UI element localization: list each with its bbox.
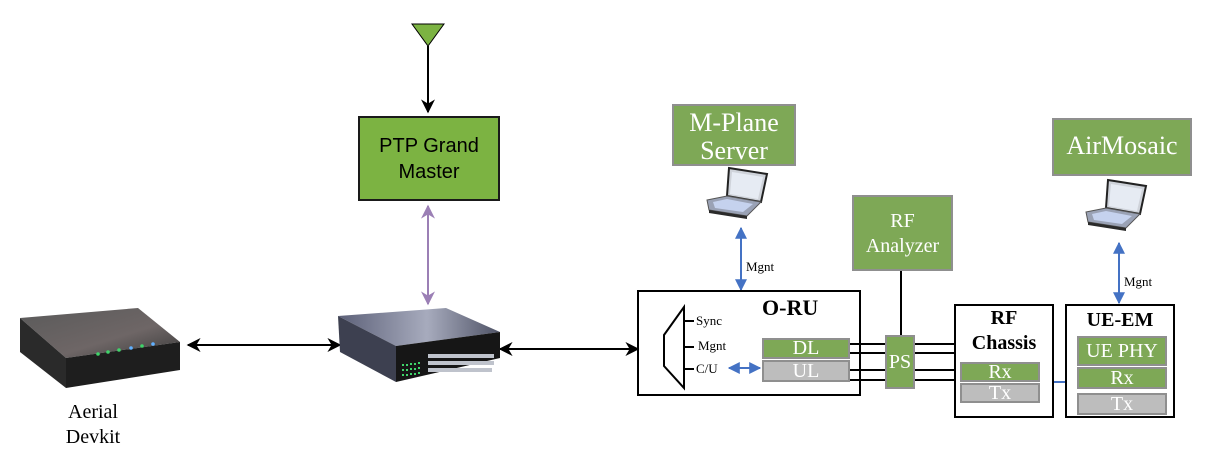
rf-chassis-rx-block: Rx [960,362,1040,382]
rf-chassis-title-line1: RF [990,307,1018,329]
oru-mux-shape [663,303,685,391]
rf-chassis-tx-label: Tx [988,382,1012,404]
airmosaic-box: AirMosaic [1052,118,1192,176]
gps-antenna-icon [411,23,445,47]
ue-em-rx-label: Rx [1110,367,1134,389]
airmosaic-mgnt-label: Mgnt [1124,274,1153,289]
devkit-label-line1: Aerial [68,401,118,423]
ue-em-phy-block: UE PHY [1077,336,1167,366]
rf-chassis-title: RF Chassis [954,306,1054,356]
mplane-label-line1: M-Plane [689,108,779,137]
rf-chassis-tx-block: Tx [960,383,1040,403]
mplane-server-box: M-Plane Server [672,104,796,166]
oru-port-sync: Sync [696,313,722,328]
ue-em-phy-label: UE PHY [1086,340,1158,362]
oru-title: O-RU [762,295,819,320]
aerial-devkit-label: Aerial Devkit [48,400,138,450]
devkit-label-line2: Devkit [65,426,121,448]
rf-analyzer-label-line2: Analyzer [865,235,940,257]
mplane-laptop-icon [706,166,769,219]
rf-analyzer-box: RF Analyzer [852,195,953,271]
ue-em-tx-label: Tx [1110,393,1134,415]
power-splitter-box: PS [885,335,915,389]
rf-chassis-rx-label: Rx [988,361,1012,383]
rf-analyzer-label-line1: RF [890,210,915,232]
oru-ul-label: UL [792,360,820,382]
rf-chassis-title-line2: Chassis [971,332,1037,354]
mplane-label-line2: Server [700,136,768,165]
oru-dl-block: DL [762,338,850,359]
ptp-label-line1: PTP Grand [379,135,479,157]
ue-em-title: UE-EM [1086,309,1154,331]
network-switch-icon [338,308,500,382]
oru-box [637,290,861,396]
airmosaic-laptop-icon [1085,178,1148,231]
oru-port-mgnt: Mgnt [698,338,727,353]
oru-port-cu: C/U [696,361,718,376]
ue-em-rx-block: Rx [1077,367,1167,389]
ue-em-tx-block: Tx [1077,393,1167,415]
oru-ul-block: UL [762,360,850,382]
airmosaic-label: AirMosaic [1066,131,1178,160]
aerial-devkit-icon [20,308,180,388]
mplane-mgnt-label: Mgnt [746,259,775,274]
oru-dl-label: DL [792,337,820,359]
ptp-grand-master-box: PTP Grand Master [358,116,500,201]
ptp-label-line2: Master [398,161,460,183]
ps-label: PS [888,351,912,373]
